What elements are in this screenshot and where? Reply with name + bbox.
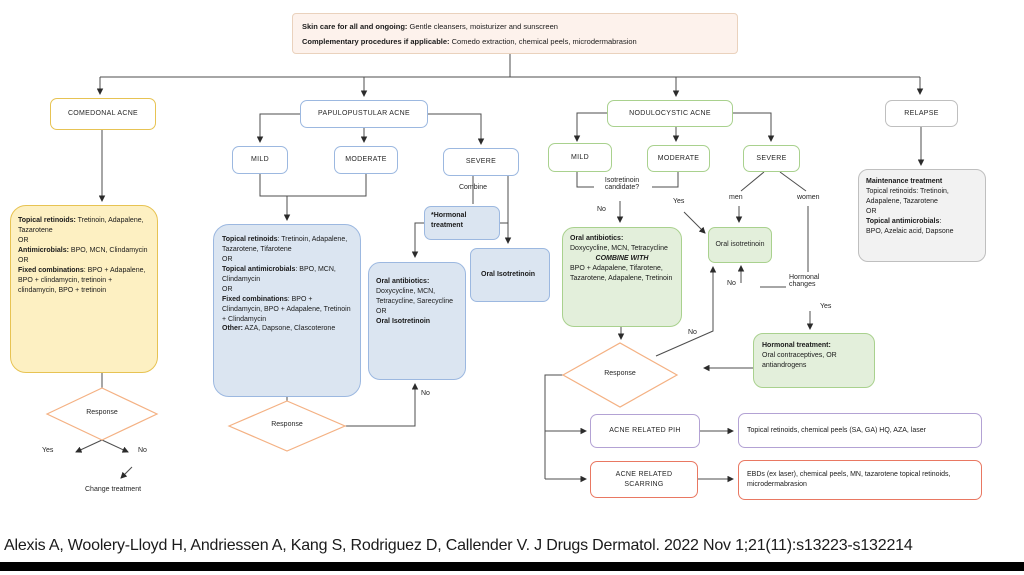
hormonal-changes-label: Hormonal changes: [789, 274, 820, 288]
response-diamond-comedonal: [45, 387, 159, 441]
response-diamond-papulopustular: [227, 400, 347, 452]
text-line: Oral antibiotics:: [376, 278, 430, 285]
label-no-hormonal: No: [727, 280, 736, 287]
note-line-2-text: Comedo extraction, chemical peels, micro…: [449, 37, 637, 46]
note-line-1-lead: Skin care for all and ongoing:: [302, 22, 408, 31]
label-men: men: [729, 194, 743, 201]
node-comedonal-acne: COMEDONAL ACNE: [50, 98, 156, 130]
hormonal-treatment-box: *Hormonal treatment: [424, 206, 500, 240]
comedonal-treatment-box: Topical retinoids: Tretinoin, Adapalene,…: [10, 205, 158, 373]
pap-oral-isotretinoin-box: Oral Isotretinoin: [470, 248, 550, 302]
text-line: Topical retinoids: Tretinoin, Adapalene,…: [18, 217, 144, 234]
pap-oral-antibiotics-box: Oral antibiotics: Doxycycline, MCN, Tetra…: [368, 262, 466, 380]
response-label-papulopustular: Response: [271, 421, 303, 428]
note-line-1-text: Gentle cleansers, moisturizer and sunscr…: [407, 22, 558, 31]
node-papulopustular-acne: PAPULOPUSTULAR ACNE: [300, 100, 428, 128]
text-line: OR: [866, 207, 877, 215]
node-pap-severe: SEVERE: [443, 148, 519, 176]
node-nodu-severe: SEVERE: [743, 145, 800, 172]
text-line: OR: [376, 307, 387, 315]
node-pap-moderate: MODERATE: [334, 146, 398, 174]
label-yes-hormonal: Yes: [820, 303, 832, 310]
note-line-2: Complementary procedures if applicable: …: [302, 34, 728, 49]
text-line: Fixed combinations: BPO + Adapalene, BPO…: [18, 266, 146, 294]
text-line: Other: AZA, Dapsone, Clascoterone: [222, 325, 336, 333]
text-line: Antimicrobials: BPO, MCN, Clindamycin: [18, 246, 148, 254]
text-line: Oral Isotretinoin: [376, 317, 431, 325]
label-no-candidate: No: [597, 206, 606, 213]
text-line: Topical retinoids: Tretinoin, Adapalene,…: [222, 236, 348, 253]
label-no-papulopustular: No: [421, 390, 430, 397]
scarring-treatment-box: EBDs (ex laser), chemical peels, MN, taz…: [738, 460, 982, 500]
text-line: COMBINE WITH: [595, 254, 649, 262]
text-line: Oral contraceptives, OR antiandrogens: [762, 351, 837, 369]
text-line: OR: [222, 285, 233, 293]
citation-text: Alexis A, Woolery-Lloyd H, Andriessen A,…: [4, 537, 913, 554]
text-line: Fixed combinations: BPO + Clindamycin, B…: [222, 295, 351, 323]
label-no-comedonal: No: [138, 447, 147, 454]
skin-care-note: Skin care for all and ongoing: Gentle cl…: [292, 13, 738, 54]
pih-treatment-box: Topical retinoids, chemical peels (SA, G…: [738, 413, 982, 448]
node-acne-related-scarring: ACNE RELATED SCARRING: [590, 461, 698, 498]
note-line-1: Skin care for all and ongoing: Gentle cl…: [302, 19, 728, 34]
label-yes-comedonal: Yes: [42, 447, 54, 454]
text-line: Topical antimicrobials: BPO, MCN, Clinda…: [222, 265, 336, 283]
text-line: OR: [18, 236, 29, 244]
text-line: Topical antimicrobials:: [866, 217, 942, 225]
response-label-nodulocystic: Response: [604, 370, 636, 377]
text-line: BPO + Adapalene, Tifarotene, Tazarotene,…: [570, 264, 673, 282]
note-line-2-lead: Complementary procedures if applicable:: [302, 37, 450, 46]
label-women: women: [797, 194, 820, 201]
response-diamond-nodulocystic: [561, 342, 679, 408]
isotretinoin-candidate-label: Isotretinoin candidate?: [604, 177, 640, 191]
text-line: Topical retinoids: Tretinoin, Adapalene,…: [866, 187, 949, 205]
nodu-oral-antibiotics-box: Oral antibiotics: Doxycycline, MCN, Tetra…: [562, 227, 682, 327]
combine-label: Combine: [458, 184, 487, 191]
text-line: BPO, Azelaic acid, Dapsone: [866, 227, 954, 235]
hormonal-treatment-green-box: Hormonal treatment: Oral contraceptives, …: [753, 333, 875, 388]
bottom-bar: [0, 562, 1024, 571]
node-relapse: RELAPSE: [885, 100, 958, 127]
text-line: Maintenance treatment: [866, 178, 943, 185]
text-line: Doxycycline, MCN, Tetracycline: [570, 244, 668, 252]
node-acne-related-pih: ACNE RELATED PIH: [590, 414, 700, 448]
node-pap-mild: MILD: [232, 146, 288, 174]
change-treatment-label: Change treatment: [85, 486, 142, 493]
node-nodu-mild: MILD: [548, 143, 612, 172]
nodu-oral-isotretinoin-box: Oral isotretinoin: [708, 227, 772, 263]
text-line: Oral antibiotics:: [570, 235, 624, 242]
text-line: OR: [222, 255, 233, 263]
node-nodulocystic-acne: NODULOCYSTIC ACNE: [607, 100, 733, 127]
label-yes-candidate: Yes: [673, 198, 685, 205]
pap-topical-treatment-box: Topical retinoids: Tretinoin, Adapalene,…: [213, 224, 361, 397]
label-no-response-nodu: No: [688, 329, 697, 336]
response-label-comedonal: Response: [86, 409, 118, 416]
node-nodu-moderate: MODERATE: [647, 145, 710, 172]
text-line: Hormonal treatment:: [762, 342, 831, 349]
text-line: OR: [18, 256, 29, 264]
text-line: Doxycycline, MCN, Tetracycline, Sarecycl…: [376, 287, 454, 305]
